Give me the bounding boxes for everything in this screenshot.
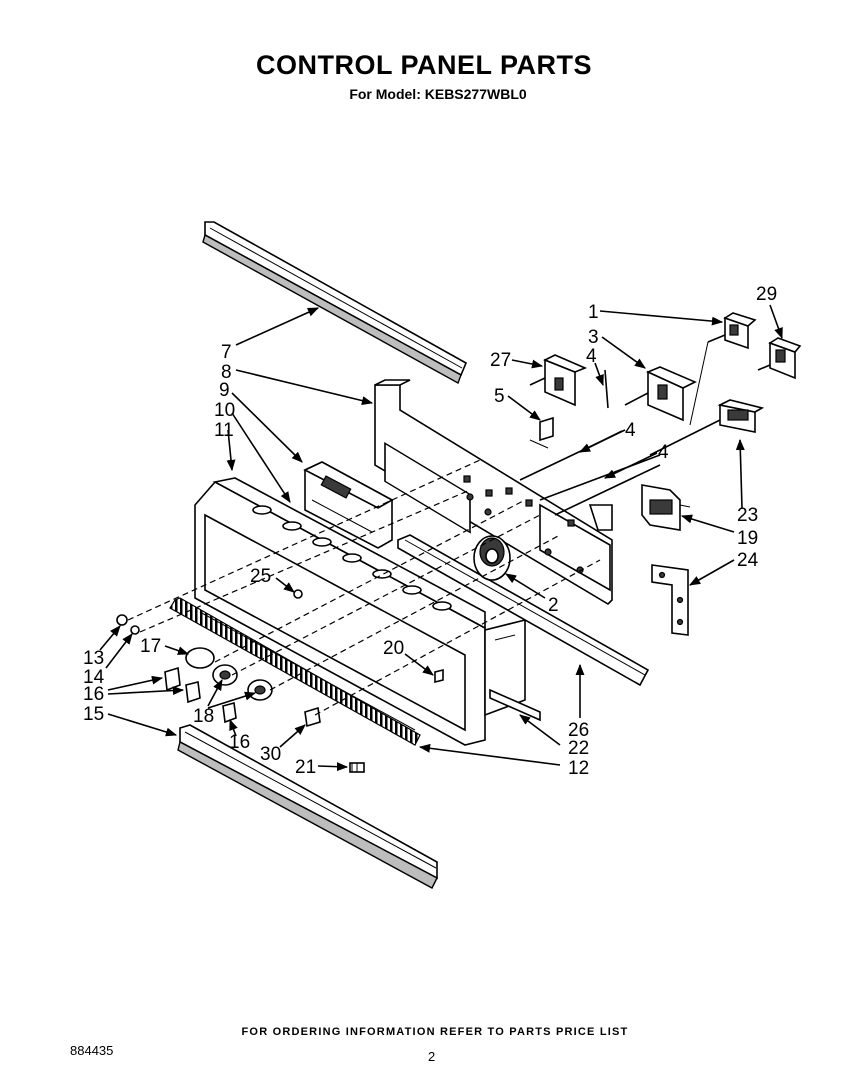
callout-4b: 4 bbox=[625, 420, 636, 441]
selector-switch bbox=[473, 535, 511, 581]
alignment-lines bbox=[127, 459, 601, 716]
callout-25: 25 bbox=[250, 566, 271, 587]
callout-1: 1 bbox=[588, 302, 599, 323]
callout-3: 3 bbox=[588, 327, 599, 348]
callout-8: 8 bbox=[221, 362, 232, 383]
knobs-and-hardware bbox=[116, 589, 444, 773]
callout-27: 27 bbox=[490, 350, 511, 371]
switch-29 bbox=[757, 337, 802, 380]
callout-24: 24 bbox=[737, 550, 759, 571]
switch-1 bbox=[689, 312, 757, 426]
page-title: CONTROL PANEL PARTS bbox=[255, 50, 593, 80]
leader-lines bbox=[99, 304, 783, 772]
mounting-bracket-24 bbox=[651, 564, 689, 636]
display-window-slots bbox=[252, 505, 452, 611]
model-subtitle: For Model: KEBS277WBL0 bbox=[349, 86, 527, 102]
callout-29: 29 bbox=[756, 284, 777, 305]
electronic-control-board bbox=[303, 461, 394, 549]
vent-strip bbox=[169, 597, 421, 746]
shaft-rods bbox=[519, 369, 661, 516]
connector-5 bbox=[529, 416, 554, 449]
callout-26: 26 bbox=[568, 720, 589, 741]
callout-10: 10 bbox=[214, 400, 235, 421]
callout-23: 23 bbox=[737, 505, 758, 526]
callout-16b: 16 bbox=[229, 732, 250, 753]
relay-23 bbox=[649, 399, 765, 456]
callout-16a: 16 bbox=[83, 684, 104, 705]
callout-15: 15 bbox=[83, 704, 104, 725]
callout-11: 11 bbox=[214, 420, 234, 441]
support-rail bbox=[397, 534, 650, 687]
callout-22: 22 bbox=[568, 738, 589, 759]
switch-27 bbox=[529, 354, 588, 407]
callout-21: 21 bbox=[295, 757, 316, 778]
bottom-trim-strip bbox=[177, 724, 438, 889]
document-number: 884435 bbox=[70, 1043, 114, 1058]
callout-30: 30 bbox=[260, 744, 281, 765]
callout-4a: 4 bbox=[586, 346, 597, 367]
callout-12: 12 bbox=[568, 758, 589, 779]
callout-14: 14 bbox=[83, 667, 105, 688]
control-panel-housing bbox=[194, 477, 526, 746]
callout-18: 18 bbox=[193, 706, 214, 727]
callout-20: 20 bbox=[383, 638, 404, 659]
page-number: 2 bbox=[428, 1049, 436, 1064]
callout-9: 9 bbox=[219, 380, 230, 401]
ordering-info-note: FOR ORDERING INFORMATION REFER TO PARTS … bbox=[241, 1026, 629, 1038]
callout-labels: 1 29 3 27 4 5 4 4 7 8 9 10 11 23 19 24 2… bbox=[83, 284, 777, 779]
callout-2: 2 bbox=[548, 595, 559, 616]
callout-7: 7 bbox=[221, 342, 232, 363]
lower-trim bbox=[489, 688, 541, 722]
callout-4c: 4 bbox=[658, 442, 669, 463]
panel-bracket bbox=[374, 379, 613, 606]
top-trim-strip bbox=[202, 221, 468, 385]
switch-block-19 bbox=[641, 484, 691, 531]
callout-17: 17 bbox=[140, 636, 161, 657]
callout-19: 19 bbox=[737, 528, 758, 549]
callout-13: 13 bbox=[83, 648, 104, 669]
switch-3 bbox=[624, 366, 697, 422]
callout-5: 5 bbox=[494, 386, 505, 407]
